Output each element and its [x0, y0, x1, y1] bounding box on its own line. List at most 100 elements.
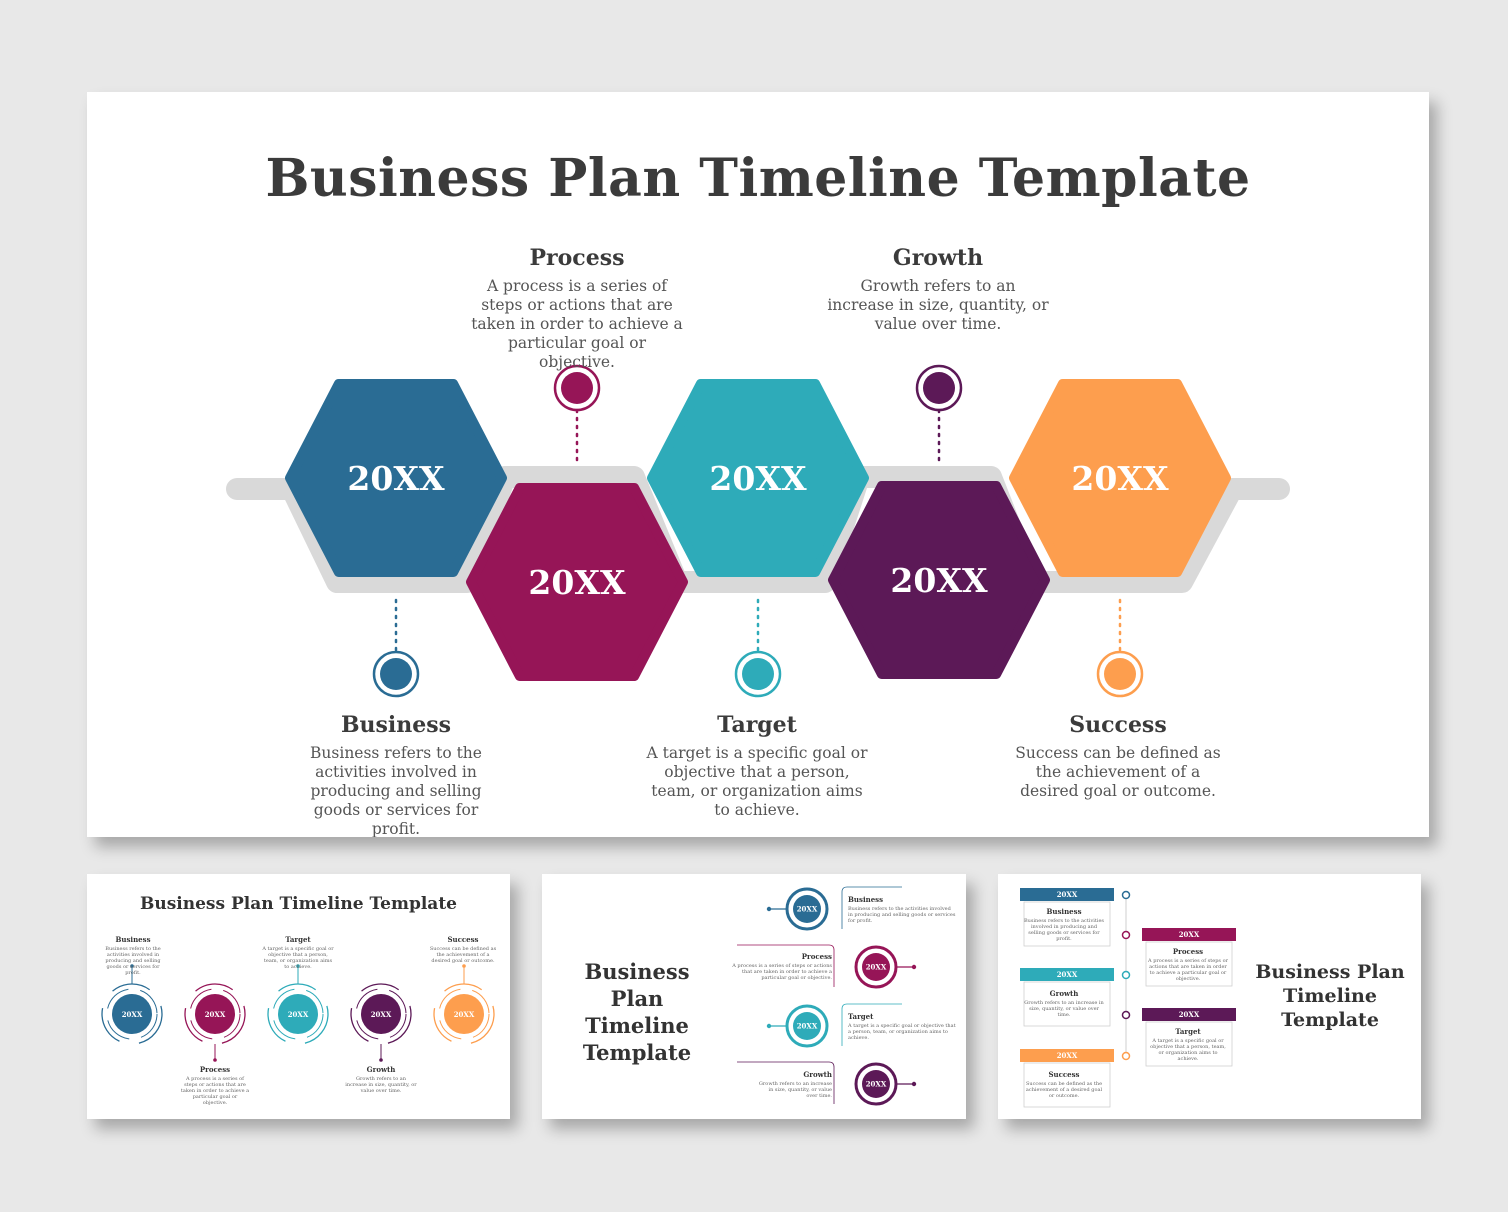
- label-growth: Growth Growth refers to an increase in s…: [825, 245, 1051, 334]
- thumb-card-head: Business: [1046, 907, 1082, 916]
- label-head: Process: [529, 245, 625, 271]
- node-end-dot: [911, 964, 917, 970]
- marker-dot: [742, 658, 774, 690]
- thumb-stem-dot: [213, 1058, 217, 1062]
- thumb-ring: [106, 988, 158, 1040]
- thumb-label-desc: A process is a series of steps or action…: [180, 1076, 250, 1106]
- thumb-title: Business Plan Timeline Template: [140, 894, 457, 914]
- hexagon-year: 20XX: [709, 459, 807, 498]
- thumb-circle: [112, 994, 152, 1034]
- card-year: 20XX: [1057, 1051, 1078, 1060]
- main-slide[interactable]: Business Plan Timeline Template 20XX 20XX…: [87, 92, 1429, 837]
- thumb-card-desc: A process is a series of steps or action…: [1148, 958, 1228, 982]
- label-business: Business Business refers to the activiti…: [291, 712, 501, 837]
- label-head: Success: [1069, 712, 1167, 738]
- slide-title: Business Plan Timeline Template: [265, 148, 1251, 209]
- card-year: 20XX: [1179, 930, 1200, 939]
- thumb-title: Business Plan Timeline Template: [556, 958, 718, 1066]
- thumb-year: 20XX: [205, 1010, 226, 1019]
- marker-ring: [553, 364, 601, 412]
- marker-dot: [1104, 658, 1136, 690]
- thumb-title: Business Plan Timeline Template: [1250, 960, 1410, 1032]
- label-target: Target A target is a specific goal or ob…: [644, 712, 870, 820]
- marker-dot: [561, 372, 593, 404]
- marker-ring: [734, 650, 782, 698]
- hexagon-year: 20XX: [1071, 459, 1169, 498]
- thumb-card-desc: Growth refers to an increase in size, qu…: [1024, 1000, 1104, 1018]
- thumb-item-head: Business: [848, 895, 884, 904]
- thumb-ring: [189, 988, 241, 1040]
- thumb-label-desc: A target is a specific goal or objective…: [262, 946, 334, 970]
- thumbnail-slide-2[interactable]: Business Plan Timeline Template 20XX 20XX…: [542, 874, 966, 1119]
- node-year: 20XX: [797, 1022, 818, 1031]
- thumb-item-desc: Growth refers to an increase in size, qu…: [758, 1081, 832, 1099]
- axis-node: [1121, 1051, 1131, 1061]
- hexagon: [1009, 379, 1231, 577]
- label-desc: Growth refers to an increase in size, qu…: [827, 277, 1049, 333]
- thumb-label-head: Growth: [366, 1065, 396, 1074]
- thumb-stem-dot: [296, 964, 300, 968]
- hexagon-year: 20XX: [528, 563, 626, 602]
- label-desc: A process is a series of steps or action…: [471, 277, 683, 371]
- node-bracket: [841, 1003, 902, 1046]
- card-body: [1023, 981, 1111, 1027]
- card-banner: [1020, 888, 1114, 901]
- thumb-card-head: Success: [1048, 1070, 1080, 1079]
- thumb-label-head: Process: [199, 1065, 231, 1074]
- label-head: Business: [340, 712, 452, 738]
- thumb-title-line: Business Plan: [1255, 961, 1405, 983]
- thumb-label-desc: Growth refers to an increase in size, qu…: [345, 1076, 417, 1094]
- hexagon: [466, 483, 688, 681]
- thumb-year: 20XX: [454, 1010, 475, 1019]
- card-banner: [1020, 968, 1114, 981]
- node-end-dot: [911, 1081, 917, 1087]
- timeline-connector: [226, 466, 1290, 593]
- thumb-card-head: Growth: [1049, 989, 1079, 998]
- thumb-label-head: Business: [115, 935, 151, 944]
- label-head: Growth: [892, 245, 984, 271]
- node-end-dot: [766, 906, 772, 912]
- node-circle: [793, 1012, 821, 1040]
- axis-node: [1121, 930, 1131, 940]
- node-bracket: [737, 1061, 835, 1104]
- card-year: 20XX: [1057, 890, 1078, 899]
- label-head: Target: [717, 712, 797, 738]
- label-desc: Success can be defined as the achievemen…: [1015, 744, 1221, 800]
- hexagon: [828, 481, 1050, 679]
- thumbnail-slide-1[interactable]: Business Plan Timeline Template 20XX 20XX…: [87, 874, 510, 1119]
- card-banner: [1020, 1049, 1114, 1062]
- marker-dot: [923, 372, 955, 404]
- marker-ring: [1096, 650, 1144, 698]
- card-body: [1145, 941, 1233, 987]
- thumb-item-head: Target: [848, 1012, 874, 1021]
- thumb-label-head: Target: [285, 935, 311, 944]
- label-success: Success Success can be defined as the ac…: [1005, 712, 1231, 801]
- thumb-stem-dot: [462, 964, 466, 968]
- thumb-title-line: Template: [1281, 1009, 1379, 1031]
- card-body: [1023, 1062, 1111, 1108]
- node-end-dot: [766, 1023, 772, 1029]
- hexagon-year: 20XX: [890, 561, 988, 600]
- thumb-item-head: Process: [801, 952, 832, 961]
- card-banner: [1142, 928, 1236, 941]
- marker-ring: [372, 650, 420, 698]
- card-banner: [1142, 1008, 1236, 1021]
- axis-node: [1121, 890, 1131, 900]
- thumb-year: 20XX: [122, 1010, 143, 1019]
- thumb-year: 20XX: [371, 1010, 392, 1019]
- node-circle: [862, 953, 890, 981]
- thumb-card-head: Target: [1175, 1027, 1201, 1036]
- thumb-stem-dot: [130, 964, 134, 968]
- axis-node: [1121, 970, 1131, 980]
- node-year: 20XX: [866, 1080, 887, 1089]
- thumb-title-line: Template: [582, 1040, 692, 1065]
- card-body: [1145, 1021, 1233, 1067]
- thumb-label-desc: Business refers to the activities involv…: [105, 946, 161, 976]
- thumb-item-desc: A process is a series of steps or action…: [732, 963, 832, 981]
- thumb-ring: [272, 988, 324, 1040]
- thumb-label-desc: Success can be defined as the achievemen…: [429, 946, 497, 964]
